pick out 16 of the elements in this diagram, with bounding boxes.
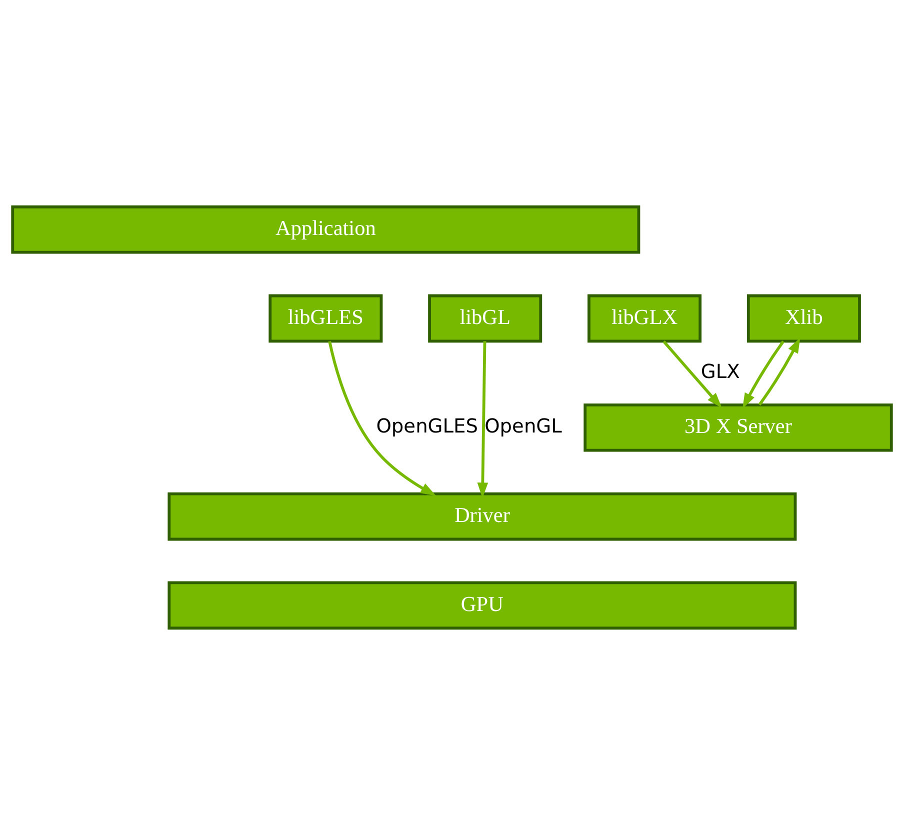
node-box: libGLX xyxy=(588,294,702,342)
arrow xyxy=(758,336,800,406)
arrow xyxy=(742,340,784,408)
edge-label: GLX xyxy=(700,359,740,382)
node-box: libGL xyxy=(428,294,542,342)
arrow xyxy=(328,340,436,496)
arrow xyxy=(662,340,722,408)
node-box: GPU xyxy=(168,580,797,630)
edge-label: OpenGLES xyxy=(376,414,478,437)
node-box: libGLES xyxy=(268,294,383,342)
arrow xyxy=(477,340,488,498)
edge-label: OpenGL xyxy=(484,414,562,437)
node-box: Driver xyxy=(168,492,797,540)
node-box: Application xyxy=(11,204,640,254)
node-box: 3D X Server xyxy=(584,403,893,452)
node-box: Xlib xyxy=(746,294,861,342)
